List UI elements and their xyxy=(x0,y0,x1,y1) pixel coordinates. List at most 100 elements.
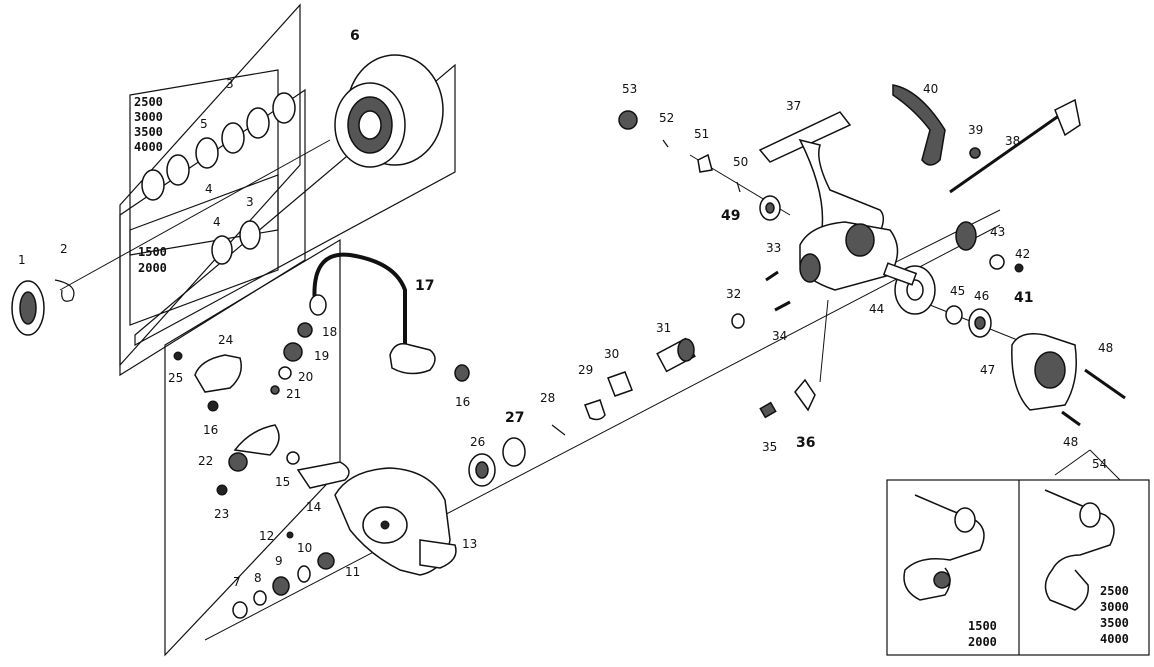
part-label: 16 xyxy=(455,395,470,409)
part-label: 18 xyxy=(322,325,337,339)
part-label: 23 xyxy=(214,507,229,521)
washer-7 xyxy=(232,601,248,619)
line-roller-arm xyxy=(389,343,436,375)
part-label: 8 xyxy=(254,571,262,585)
washer-10 xyxy=(297,565,311,583)
part-label: 46 xyxy=(974,289,989,303)
leader-54b xyxy=(1089,449,1121,481)
part-label: 4 xyxy=(205,182,213,196)
shim-washer xyxy=(166,154,190,186)
part-label: 34 xyxy=(772,329,787,343)
bail-wire xyxy=(312,252,407,345)
nut-39 xyxy=(969,147,981,159)
handle-box xyxy=(886,479,1150,656)
spring-50 xyxy=(736,181,741,193)
part-label: 7 xyxy=(233,575,241,589)
screw-25 xyxy=(173,351,183,361)
axis-line-gear xyxy=(879,209,1001,271)
part-label: 14 xyxy=(306,500,321,514)
part-label: 6 xyxy=(350,28,360,44)
part-label: 21 xyxy=(286,387,301,401)
part-label: 42 xyxy=(1015,247,1030,261)
spool xyxy=(334,54,444,168)
part-label: 30 xyxy=(604,347,619,361)
part-label: 22 xyxy=(198,454,213,468)
part-label: 13 xyxy=(462,537,477,551)
shim-washer xyxy=(195,137,219,169)
part-label: 10 xyxy=(297,541,312,555)
line-roller-19 xyxy=(283,342,303,362)
shim-washer xyxy=(141,169,165,201)
bushing-32 xyxy=(731,313,745,329)
part-label: 15 xyxy=(275,475,290,489)
shaft-38 xyxy=(949,113,1061,194)
size-2500-large: 2500 xyxy=(134,95,163,109)
part-label: 40 xyxy=(923,82,938,96)
part-label: 35 xyxy=(762,440,777,454)
part-label: 41 xyxy=(1014,290,1033,306)
part-label: 17 xyxy=(415,278,434,294)
part-label: 20 xyxy=(298,370,313,384)
screw-48b xyxy=(1061,410,1081,427)
part-label: 28 xyxy=(540,391,555,405)
bearing-26-inner xyxy=(475,461,489,479)
part-label: 43 xyxy=(990,225,1005,239)
part-label: 24 xyxy=(218,333,233,347)
handle-size-2500: 2500 xyxy=(1100,584,1129,598)
part-label: 45 xyxy=(950,284,965,298)
bearing-9 xyxy=(272,576,290,596)
size-2000-small: 2000 xyxy=(138,261,167,275)
screw-16b xyxy=(207,400,219,412)
spool-shim-panel-small xyxy=(129,174,279,326)
bearing-49-inner xyxy=(765,202,775,214)
leader-54 xyxy=(1054,449,1091,476)
drag-knob xyxy=(11,280,45,336)
part-label: 11 xyxy=(345,565,360,579)
size-1500-small: 1500 xyxy=(138,245,167,259)
shim-washer xyxy=(211,235,233,265)
handle-small xyxy=(903,494,985,601)
handle-size-3000: 3000 xyxy=(1100,600,1129,614)
stopper-lever-40 xyxy=(892,84,946,166)
slide-35 xyxy=(759,401,777,419)
part-label: 16 xyxy=(203,423,218,437)
bail-arm-bearing xyxy=(228,452,248,472)
gear-43 xyxy=(955,221,977,251)
part-label: 33 xyxy=(766,241,781,255)
part-label: 44 xyxy=(869,302,884,316)
part-label: 5 xyxy=(200,117,208,131)
size-3000-large: 3000 xyxy=(134,110,163,124)
part-label: 19 xyxy=(314,349,329,363)
part-label: 48 xyxy=(1063,435,1078,449)
part-label: 26 xyxy=(470,435,485,449)
trip-lever-14 xyxy=(296,461,350,489)
washer-18 xyxy=(297,322,313,338)
screw-48a xyxy=(1084,368,1126,400)
main-gear-44 xyxy=(882,262,936,315)
shim-washer xyxy=(246,107,270,139)
handle-size-3500: 3500 xyxy=(1100,616,1129,630)
size-3500-large: 3500 xyxy=(134,125,163,139)
size-4000-large: 4000 xyxy=(134,140,163,154)
screw-12 xyxy=(286,531,294,539)
bail-arm-24 xyxy=(194,354,242,393)
part-label: 39 xyxy=(968,123,983,137)
spring-28 xyxy=(551,424,566,436)
part-label: 49 xyxy=(721,208,740,224)
leader-36 xyxy=(819,299,829,383)
oscillating-36 xyxy=(794,378,816,412)
spring-15 xyxy=(286,451,300,465)
washer-42 xyxy=(989,254,1005,270)
shim-washer xyxy=(272,92,296,124)
part-label: 37 xyxy=(786,99,801,113)
spring-clip xyxy=(54,279,75,302)
part-label: 9 xyxy=(275,554,283,568)
washer-45 xyxy=(945,305,963,325)
handle-size-4000: 4000 xyxy=(1100,632,1129,646)
cap-53 xyxy=(618,110,638,130)
part-label: 27 xyxy=(505,410,524,426)
shim-washer xyxy=(239,220,261,250)
bushing-20 xyxy=(278,366,292,380)
screw-33 xyxy=(765,270,779,282)
